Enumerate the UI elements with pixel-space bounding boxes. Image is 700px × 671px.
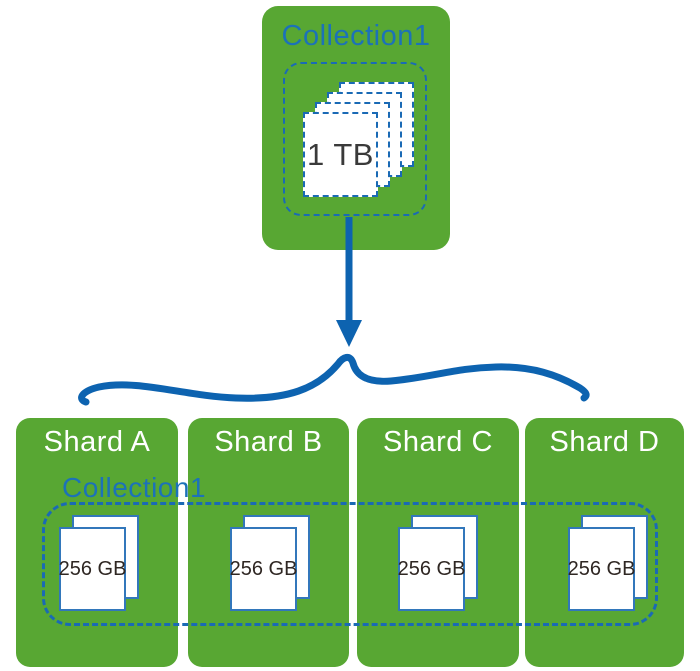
document-stack-icon: 256 GB xyxy=(568,527,635,611)
shard-b-size-label: 256 GB xyxy=(229,557,298,580)
shard-c-title: Shard C xyxy=(383,426,493,458)
document-stack-icon: 1 TB xyxy=(303,112,378,197)
document-stack-icon: 256 GB xyxy=(230,527,297,611)
shard-a-size-label: 256 GB xyxy=(58,557,127,580)
collection-title: Collection1 xyxy=(281,20,431,52)
down-arrowhead-icon xyxy=(336,320,362,347)
shard-collection-label: Collection1 xyxy=(62,472,207,503)
shard-c-size-label: 256 GB xyxy=(397,557,466,580)
collection-size-label: 1 TB xyxy=(307,136,374,172)
shard-collection-boundary xyxy=(42,502,658,626)
collection-box: Collection1 1 TB xyxy=(262,6,450,250)
collection-boundary xyxy=(283,62,427,216)
curly-brace-icon xyxy=(78,354,590,406)
shard-b-title: Shard B xyxy=(214,426,323,458)
document-stack-icon: 256 GB xyxy=(398,527,465,611)
shard-a-title: Shard A xyxy=(43,426,151,458)
shard-d-title: Shard D xyxy=(549,426,660,458)
shard-d-size-label: 256 GB xyxy=(567,557,636,580)
document-stack-icon: 256 GB xyxy=(59,527,126,611)
